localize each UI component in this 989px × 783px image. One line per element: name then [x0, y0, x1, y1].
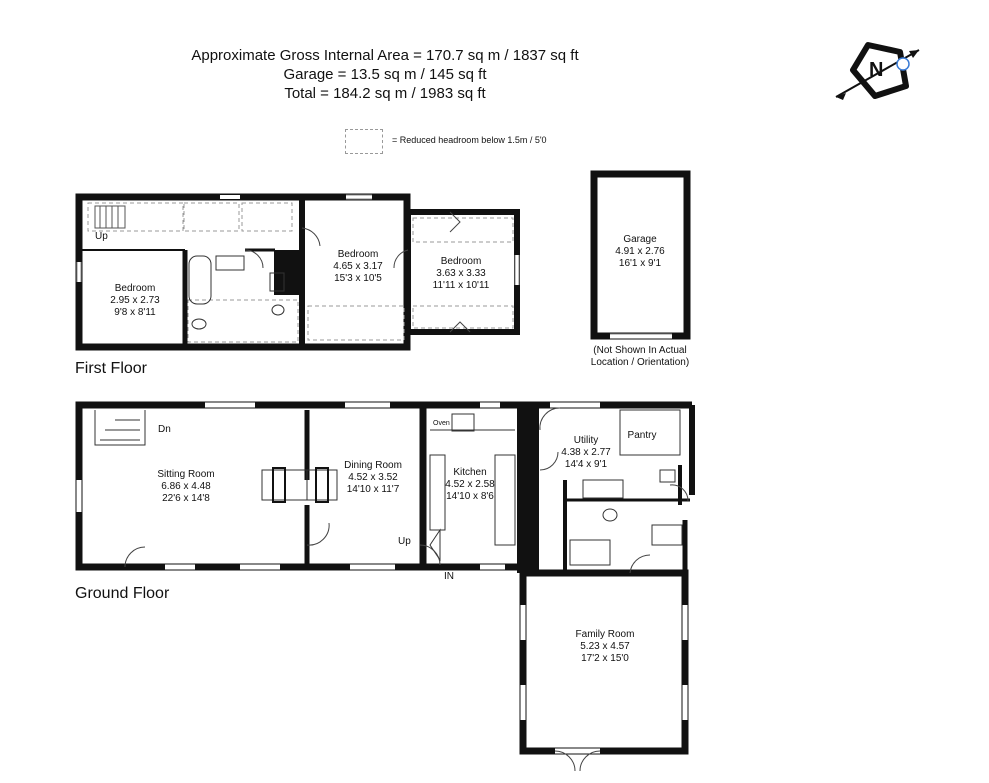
first-floor-doors: [244, 211, 471, 333]
room-label-garage: Garage 4.91 x 2.76 16'1 x 9'1: [615, 234, 665, 269]
garage-location-note: (Not Shown In Actual Location / Orientat…: [590, 345, 690, 368]
room-label-dining-room: Dining Room 4.52 x 3.52 14'10 x 11'7: [344, 460, 402, 495]
first-floor-windows: [77, 195, 519, 285]
first-floor-reduced-headroom: [87, 202, 514, 343]
room-label-family-room: Family Room 5.23 x 4.57 17'2 x 15'0: [575, 629, 635, 664]
stairs-up-label-ground: Up: [398, 536, 411, 547]
compass-icon: [835, 42, 920, 100]
room-label-bedroom-2: Bedroom 4.65 x 3.17 15'3 x 10'5: [333, 249, 383, 284]
room-label-utility: Utility 4.38 x 2.77 14'4 x 9'1: [561, 435, 611, 470]
stairs-down-label: Dn: [158, 424, 171, 435]
stairs-up-label: Up: [95, 231, 108, 242]
room-label-bedroom-1: Bedroom 2.95 x 2.73 9'8 x 8'11: [110, 283, 160, 318]
garage-area-line: Garage = 13.5 sq m / 145 sq ft: [283, 66, 487, 83]
room-label-sitting-room: Sitting Room 6.86 x 4.48 22'6 x 14'8: [157, 469, 215, 504]
chimney-stacks: [272, 467, 329, 503]
entrance-in-label: IN: [444, 571, 454, 582]
total-area-line: Total = 184.2 sq m / 1983 sq ft: [284, 85, 486, 102]
ground-floor-title: Ground Floor: [75, 585, 170, 602]
reduced-headroom-swatch: [345, 129, 383, 154]
reduced-headroom-legend: = Reduced headroom below 1.5m / 5'0: [392, 135, 547, 145]
first-floor-title: First Floor: [75, 360, 147, 377]
ground-floor-door-swings: [124, 407, 689, 772]
bathroom-fixtures-icon: [188, 255, 285, 330]
compass-north-label: N: [869, 59, 884, 81]
gross-area-line: Approximate Gross Internal Area = 170.7 …: [191, 47, 579, 64]
room-label-bedroom-3: Bedroom 3.63 x 3.33 11'11 x 10'11: [432, 256, 490, 291]
room-label-kitchen: Kitchen 4.52 x 2.58 14'10 x 8'6: [445, 467, 495, 502]
room-label-pantry: Pantry: [627, 430, 657, 441]
first-floor-window-lines: [76, 194, 520, 285]
ground-floor-windows: [76, 402, 688, 754]
oven-label: Oven: [433, 420, 450, 427]
first-floor-stairs-icon: [94, 205, 126, 229]
